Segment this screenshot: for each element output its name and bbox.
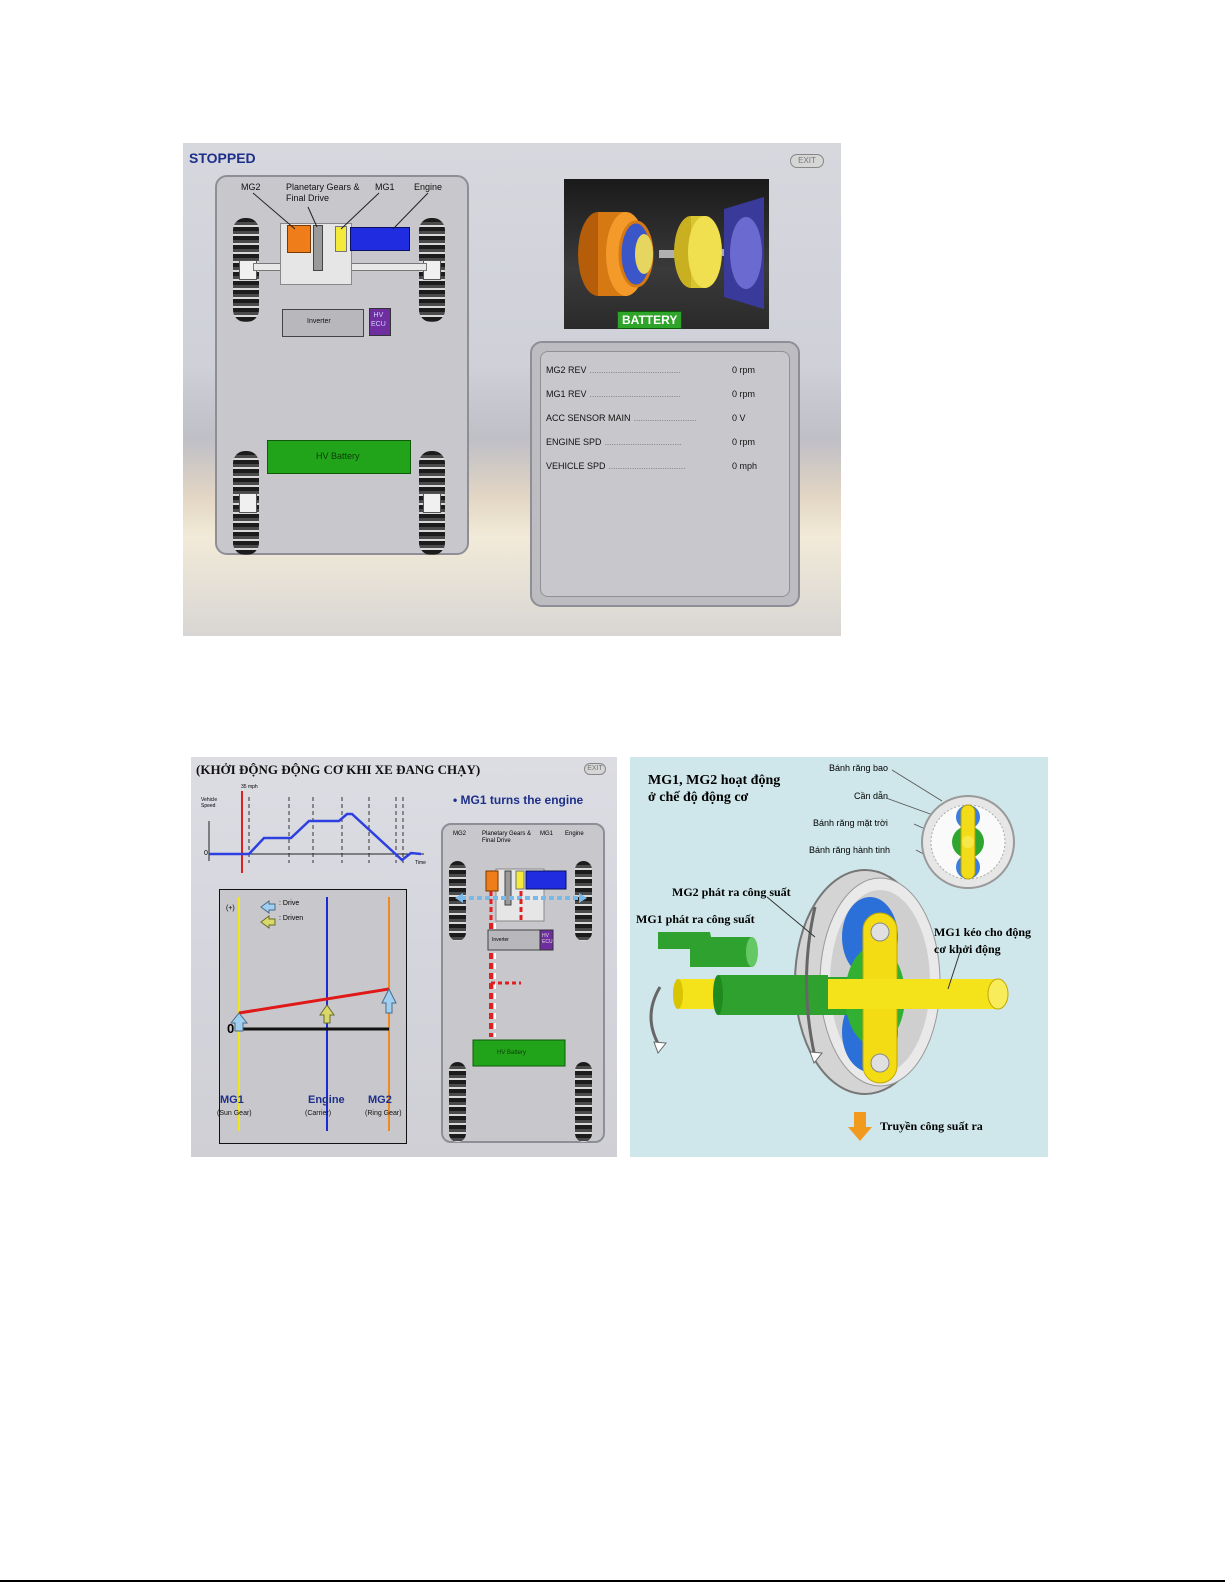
tire-front-right — [575, 861, 592, 941]
motor-render — [564, 179, 769, 329]
hv-ecu-label: HV ECU — [542, 933, 553, 945]
planetary-gear-block — [313, 225, 323, 271]
mg2-block — [287, 225, 311, 253]
label-mg1-start-2: cơ khởi động — [934, 942, 1001, 956]
mg1-block — [335, 226, 347, 252]
exit-button[interactable]: EXIT — [584, 763, 606, 775]
readout-value: 0 rpm — [732, 365, 756, 375]
tire-rear-left — [449, 1062, 466, 1142]
readout-row: MG1 REV………………………………… 0 rpm — [546, 389, 786, 399]
axis-sub-engine: (Carrier) — [305, 1110, 332, 1117]
motor-render-art — [578, 197, 764, 309]
axis-sub-mg2: (Ring Gear) — [365, 1110, 402, 1117]
readout-dots: ……………………… — [633, 416, 697, 423]
caption: • MG1 turns the engine — [453, 793, 584, 807]
inverter-label: Inverter — [492, 937, 509, 943]
inverter-box — [282, 309, 364, 337]
label-carrier: Cần dẫn — [854, 791, 889, 801]
hv-battery-label: HV Battery — [497, 1050, 527, 1056]
screen-title: (KHỞI ĐỘNG ĐỘNG CƠ KHI XE ĐANG CHẠY) — [196, 762, 481, 777]
tire-front-left — [449, 861, 466, 941]
legend-drive: : Drive — [279, 900, 300, 907]
label-engine: Engine — [565, 831, 584, 837]
label-mg1-power: MG1 phát ra công suất — [636, 912, 755, 926]
hv-ecu-box — [369, 308, 391, 336]
hv-ecu-label: HV ECU — [371, 312, 386, 328]
battery-badge: BATTERY — [617, 311, 683, 329]
graph-marker: 35 mph — [241, 784, 258, 790]
label-planetary: Planetary Gears & Final Drive — [482, 831, 532, 844]
legend-driven: : Driven — [279, 915, 304, 922]
engine-block — [350, 227, 410, 251]
label-mg2-power: MG2 phát ra công suất — [672, 885, 791, 899]
label-sun-gear: Bánh răng mặt trời — [813, 818, 888, 828]
hub — [423, 493, 441, 513]
readout-row: VEHICLE SPD…………………………… 0 mph — [546, 461, 786, 471]
readout-dots: …………………………… — [608, 464, 686, 471]
speed-graph — [208, 791, 424, 873]
readout-label: MG2 REV — [546, 365, 587, 375]
readout-label: ACC SENSOR MAIN — [546, 413, 631, 423]
label-output: Truyền công suất ra — [880, 1119, 983, 1133]
label-mg1: MG1 — [375, 182, 395, 192]
axis-sub-mg1: (Sun Gear) — [217, 1110, 252, 1117]
screen-title: STOPPED — [189, 150, 256, 166]
readout-row: ENGINE SPD…………………………… 0 rpm — [546, 437, 786, 447]
title-line-1: MG1, MG2 hoạt động — [648, 773, 781, 788]
readout-value: 0 rpm — [732, 437, 756, 447]
planetary-gear-illustration: MG1, MG2 hoạt động ở chế độ động cơ Bánh… — [630, 757, 1048, 1157]
inverter-label: Inverter — [307, 318, 331, 325]
tire-rear-right — [575, 1062, 592, 1142]
nomogram-plus: (+) — [226, 905, 235, 912]
nomogram — [229, 897, 397, 1131]
axis-name-mg2: MG2 — [368, 1094, 392, 1106]
readout-value: 0 mph — [732, 461, 758, 471]
power-flow-diagram — [455, 868, 587, 1067]
graph-xlabel: Time — [415, 860, 426, 866]
readout-label: ENGINE SPD — [546, 437, 602, 447]
label-planetary: Planetary Gears & Final Drive — [286, 182, 360, 203]
label-mg1: MG1 — [540, 831, 554, 837]
axis-name-engine: Engine — [308, 1094, 345, 1106]
screenshot-stopped: STOPPED EXIT MG2 Planetary Gears & Final… — [183, 143, 841, 636]
readout-row: ACC SENSOR MAIN……………………… 0 V — [546, 413, 786, 423]
label-ring-gear: Bánh răng bao — [829, 763, 889, 773]
readout-dots: ………………………………… — [589, 392, 681, 399]
label-planet-gear: Bánh răng hành tinh — [809, 845, 891, 855]
label-mg2: MG2 — [453, 831, 467, 837]
screenshot-mg1-turns-engine: (KHỞI ĐỘNG ĐỘNG CƠ KHI XE ĐANG CHẠY) EXI… — [191, 757, 617, 1157]
readout-dots: ………………………………… — [589, 368, 681, 375]
label-mg1-start-1: MG1 kéo cho động — [934, 925, 1032, 939]
page-bottom-rule — [0, 1580, 1225, 1582]
nomogram-panel — [219, 889, 407, 1144]
label-mg2: MG2 — [241, 182, 261, 192]
hv-battery-box — [267, 440, 411, 474]
graph-zero: 0 — [204, 850, 208, 857]
label-leader-lines — [252, 192, 429, 230]
readout-label: MG1 REV — [546, 389, 587, 399]
nomogram-zero: 0 — [227, 1021, 235, 1036]
hub — [239, 493, 257, 513]
readout-label: VEHICLE SPD — [546, 461, 606, 471]
hv-battery-label: HV Battery — [316, 451, 360, 461]
readout-inner — [540, 351, 790, 597]
exit-button[interactable]: EXIT — [790, 154, 824, 168]
graph-ylabel: Vehicle Speed — [201, 797, 218, 809]
axis-name-mg1: MG1 — [220, 1094, 244, 1106]
label-engine: Engine — [414, 182, 443, 192]
gear-art — [649, 769, 1015, 1141]
title-line-2: ở chế độ động cơ — [648, 790, 749, 805]
readout-dots: …………………………… — [604, 440, 682, 447]
readout-row: MG2 REV………………………………… 0 rpm — [546, 365, 786, 375]
readout-value: 0 V — [732, 413, 746, 423]
readout-value: 0 rpm — [732, 389, 756, 399]
